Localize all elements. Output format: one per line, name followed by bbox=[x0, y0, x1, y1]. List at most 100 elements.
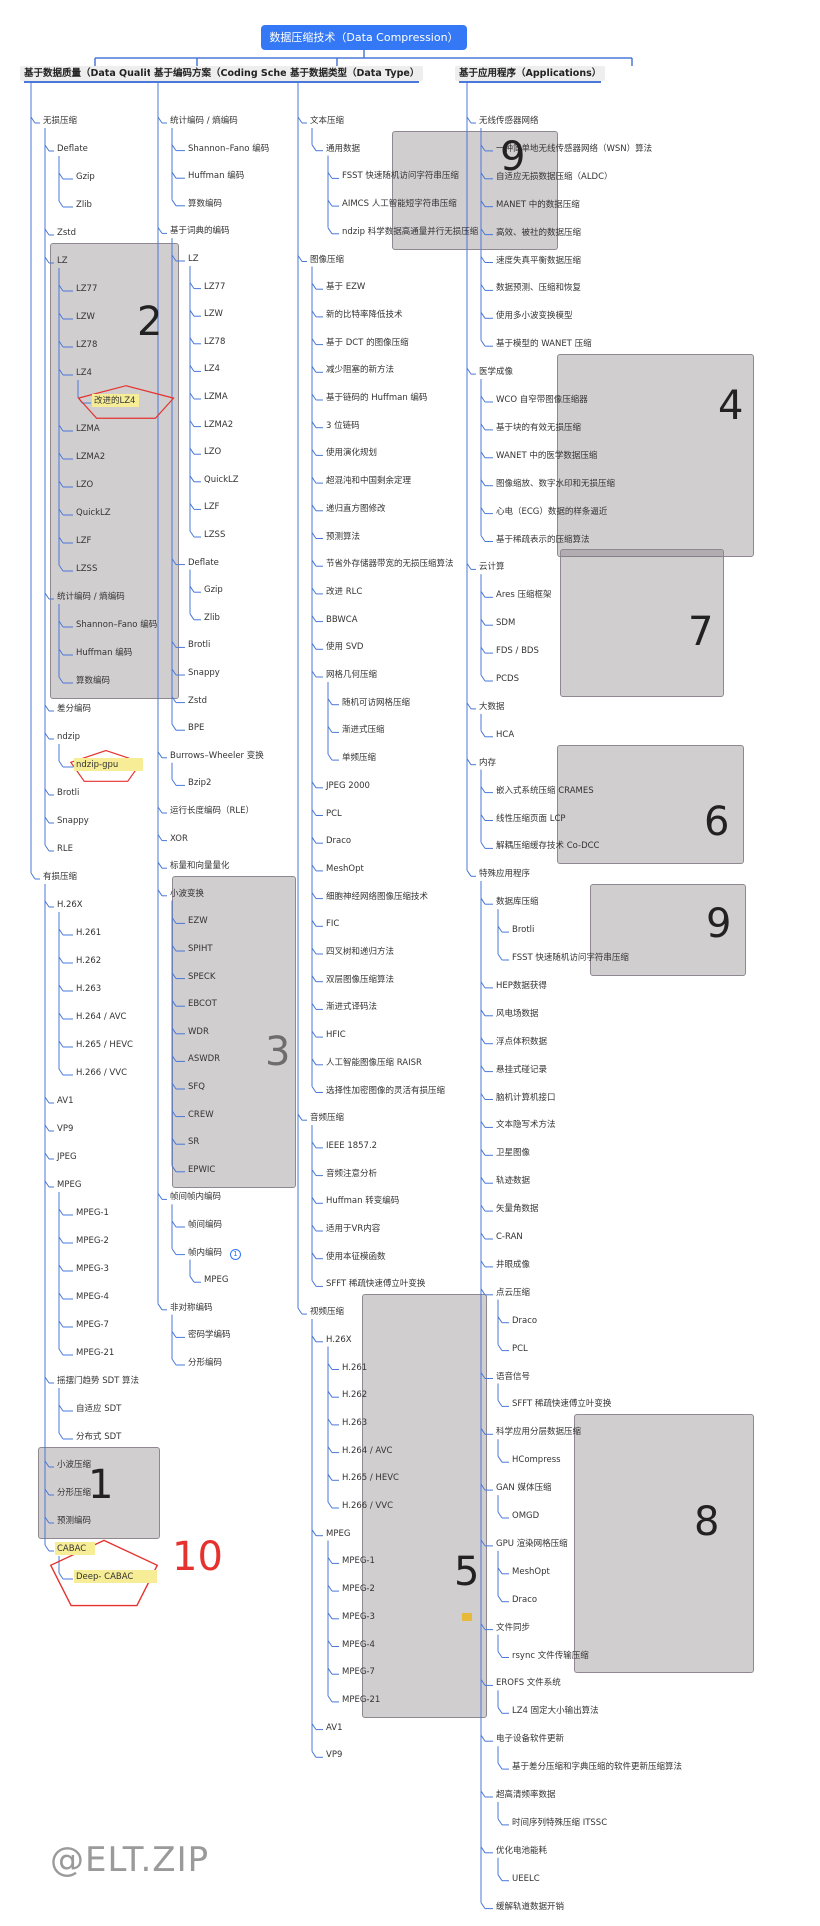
c4-node-15[interactable]: 基于稀疏表示的压缩算法 bbox=[496, 534, 590, 545]
c2-node-25[interactable]: 运行长度编码（RLE） bbox=[170, 806, 255, 816]
c1-node-0[interactable]: 无损压缩 bbox=[43, 116, 78, 126]
c4-node-11[interactable]: 基于块的有效无损压缩 bbox=[496, 422, 582, 433]
c1-node-40[interactable]: MPEG-2 bbox=[76, 1236, 109, 1246]
c3-node-38[interactable]: 音频注意分析 bbox=[326, 1168, 378, 1179]
c3-node-58[interactable]: AV1 bbox=[326, 1722, 343, 1733]
c3-node-41[interactable]: 使用本征模函数 bbox=[326, 1251, 386, 1262]
c1-node-16[interactable]: LZSS bbox=[76, 564, 98, 574]
c3-node-16[interactable]: 节省外存储器带宽的无损压缩算法 bbox=[326, 559, 454, 570]
c3-node-57[interactable]: MPEG-21 bbox=[342, 1694, 381, 1705]
c3-node-27[interactable]: MeshOpt bbox=[326, 863, 364, 874]
c2-node-5[interactable]: LZ bbox=[188, 254, 199, 264]
c2-node-38[interactable]: EPWIC bbox=[188, 1164, 216, 1175]
c1-node-3[interactable]: Zlib bbox=[76, 200, 92, 210]
c3-node-46[interactable]: H.262 bbox=[342, 1390, 368, 1401]
c3-node-49[interactable]: H.265 / HEVC bbox=[342, 1473, 399, 1484]
c3-node-1[interactable]: 通用数据 bbox=[326, 143, 361, 154]
c1-node-38[interactable]: MPEG bbox=[57, 1180, 82, 1190]
c1-node-22[interactable]: ndzip bbox=[57, 732, 81, 742]
c1-node-36[interactable]: VP9 bbox=[57, 1124, 74, 1134]
c3-node-14[interactable]: 递归直方图修改 bbox=[326, 503, 386, 514]
c2-node-39[interactable]: 帧间帧内编码 bbox=[170, 1192, 222, 1203]
c3-node-51[interactable]: MPEG bbox=[326, 1528, 351, 1539]
c1-node-45[interactable]: 摇摆门趋势 SDT 算法 bbox=[57, 1376, 140, 1386]
c2-node-24[interactable]: Bzip2 bbox=[188, 778, 212, 789]
c2-node-20[interactable]: Snappy bbox=[188, 668, 220, 678]
c3-node-21[interactable]: 随机可访网格压缩 bbox=[342, 697, 411, 708]
c4-node-57[interactable]: LZ4 固定大小输出算法 bbox=[512, 1706, 599, 1717]
c1-node-1[interactable]: Deflate bbox=[57, 144, 88, 154]
c2-node-32[interactable]: EBCOT bbox=[188, 999, 217, 1010]
c3-node-3[interactable]: AIMCS 人工智能短字符串压缩 bbox=[342, 199, 457, 210]
c4-node-21[interactable]: 大数据 bbox=[479, 701, 505, 712]
c4-node-22[interactable]: HCA bbox=[496, 729, 515, 740]
c3-node-23[interactable]: 单频压缩 bbox=[342, 753, 377, 764]
c2-node-31[interactable]: SPECK bbox=[188, 971, 216, 982]
c4-node-8[interactable]: 基于模型的 WANET 压缩 bbox=[496, 339, 592, 350]
c2-node-10[interactable]: LZMA bbox=[204, 392, 228, 402]
c1-node-35[interactable]: AV1 bbox=[57, 1096, 74, 1106]
c4-node-13[interactable]: 图像缩放、数字水印和无损压缩 bbox=[496, 478, 616, 489]
c4-node-59[interactable]: 基于差分压缩和字典压缩的软件更新压缩算法 bbox=[512, 1762, 683, 1773]
c4-node-28[interactable]: 数据库压缩 bbox=[496, 897, 539, 908]
c3-node-7[interactable]: 新的比特率降低技术 bbox=[326, 309, 403, 320]
c3-node-9[interactable]: 减少阻塞的新方法 bbox=[326, 365, 395, 376]
c1-node-47[interactable]: 分布式 SDT bbox=[76, 1432, 122, 1442]
c1-node-19[interactable]: Huffman 编码 bbox=[76, 648, 133, 658]
c4-node-9[interactable]: 医学成像 bbox=[479, 367, 514, 378]
c3-node-54[interactable]: MPEG-3 bbox=[342, 1611, 375, 1622]
c4-node-0[interactable]: 无线传感器网络 bbox=[479, 116, 539, 126]
c2-node-27[interactable]: 标量和向量量化 bbox=[170, 861, 230, 872]
c4-node-58[interactable]: 电子设备软件更新 bbox=[496, 1734, 565, 1745]
c4-node-61[interactable]: 时间序列特殊压缩 ITSSC bbox=[512, 1817, 608, 1828]
c2-node-42[interactable]: MPEG bbox=[204, 1275, 229, 1286]
c2-node-29[interactable]: EZW bbox=[188, 916, 208, 927]
c2-node-2[interactable]: Huffman 编码 bbox=[188, 171, 245, 182]
c4-node-12[interactable]: WANET 中的医学数据压缩 bbox=[496, 450, 598, 461]
c1-node-48[interactable]: 小波压缩 bbox=[57, 1460, 92, 1470]
c4-node-41[interactable]: 井眼成像 bbox=[496, 1259, 531, 1270]
c2-node-21[interactable]: Zstd bbox=[188, 695, 207, 706]
c3-node-37[interactable]: IEEE 1857.2 bbox=[326, 1140, 378, 1151]
c1-node-51[interactable]: CABAC bbox=[57, 1544, 87, 1554]
c4-node-50[interactable]: OMGD bbox=[512, 1511, 540, 1521]
c1-node-52[interactable]: Deep- CABAC bbox=[76, 1572, 134, 1582]
c1-node-37[interactable]: JPEG bbox=[57, 1152, 77, 1162]
c1-node-13[interactable]: LZO bbox=[76, 480, 94, 490]
c3-node-0[interactable]: 文本压缩 bbox=[310, 116, 345, 126]
c1-node-27[interactable]: 有损压缩 bbox=[43, 872, 78, 882]
c4-node-43[interactable]: Draco bbox=[512, 1315, 538, 1326]
c2-node-43[interactable]: 非对称编码 bbox=[170, 1302, 213, 1313]
c1-node-24[interactable]: Brotli bbox=[57, 788, 80, 798]
c3-node-40[interactable]: 适用于VR内容 bbox=[326, 1224, 381, 1234]
c2-node-30[interactable]: SPIHT bbox=[188, 944, 213, 954]
c4-node-25[interactable]: 线性压缩页面 LCP bbox=[496, 813, 566, 824]
c3-node-11[interactable]: 3 位链码 bbox=[326, 420, 360, 431]
c1-node-6[interactable]: LZ77 bbox=[76, 284, 98, 294]
c4-node-37[interactable]: 卫星图像 bbox=[496, 1148, 531, 1159]
c4-node-5[interactable]: 速度失真平衡数据压缩 bbox=[496, 255, 582, 266]
c4-node-20[interactable]: PCDS bbox=[496, 674, 520, 684]
c2-node-12[interactable]: LZO bbox=[204, 447, 222, 458]
c1-node-20[interactable]: 算数编码 bbox=[76, 676, 111, 686]
c4-node-38[interactable]: 轨迹数据 bbox=[496, 1176, 531, 1187]
c4-node-29[interactable]: Brotli bbox=[512, 925, 535, 936]
c1-node-10[interactable]: 改进的LZ4 bbox=[94, 396, 136, 406]
c4-node-42[interactable]: 点云压缩 bbox=[496, 1287, 531, 1298]
c4-node-56[interactable]: EROFS 文件系统 bbox=[496, 1678, 561, 1689]
c3-node-36[interactable]: 音频压缩 bbox=[310, 1113, 345, 1124]
note-badge-icon[interactable]: 1 bbox=[230, 1249, 241, 1260]
c4-node-52[interactable]: MeshOpt bbox=[512, 1566, 550, 1577]
c2-node-11[interactable]: LZMA2 bbox=[204, 419, 234, 430]
c2-node-26[interactable]: XOR bbox=[170, 833, 188, 844]
c4-node-2[interactable]: 自适应无损数据压缩（ALDC） bbox=[496, 171, 613, 182]
c4-node-24[interactable]: 嵌入式系统压缩 CRAMES bbox=[496, 785, 594, 796]
column-title-coding-schemes[interactable]: 基于编码方案（Coding Schemes） bbox=[150, 66, 323, 83]
c4-node-7[interactable]: 使用多小波变换模型 bbox=[496, 311, 573, 322]
c4-node-45[interactable]: 语音信号 bbox=[496, 1371, 531, 1382]
c3-node-52[interactable]: MPEG-1 bbox=[342, 1556, 375, 1567]
c4-node-16[interactable]: 云计算 bbox=[479, 562, 505, 573]
c4-node-54[interactable]: 文件同步 bbox=[496, 1622, 531, 1633]
column-title-data-type[interactable]: 基于数据类型（Data Type） bbox=[286, 66, 424, 83]
c4-node-26[interactable]: 解耦压缩缓存技术 Co-DCC bbox=[496, 841, 600, 852]
